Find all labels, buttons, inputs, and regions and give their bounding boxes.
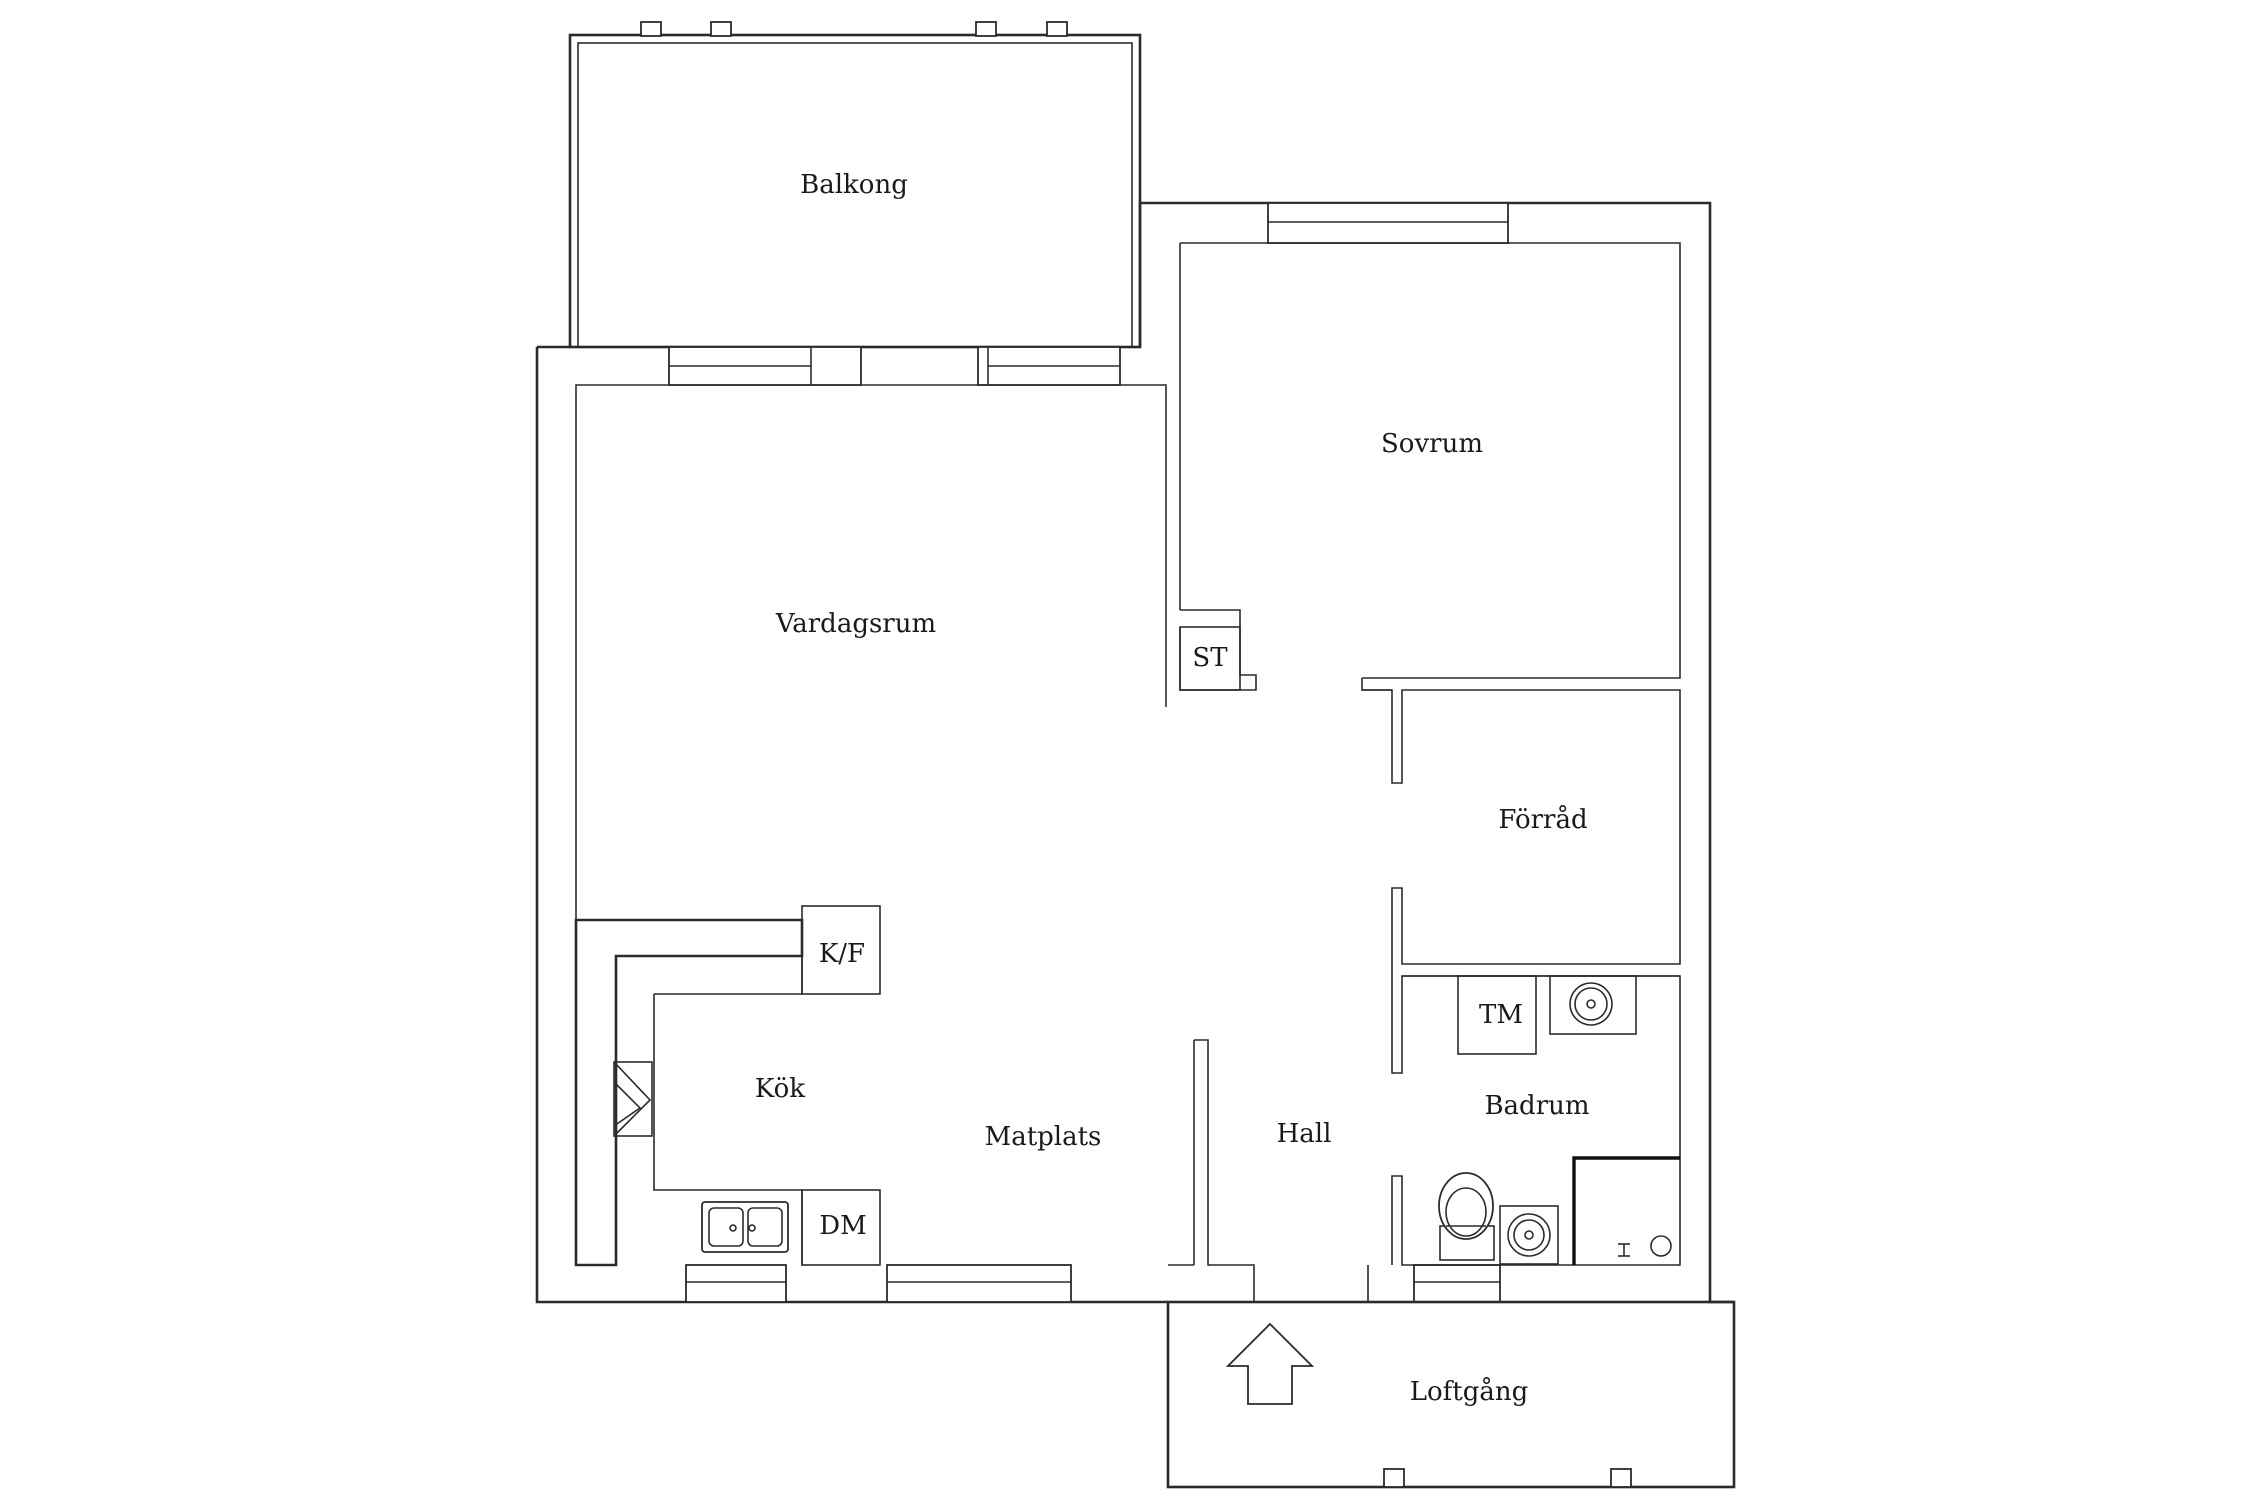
- wash-basin-icon: [1549, 975, 1637, 1035]
- double-sink-icon: [701, 1201, 789, 1253]
- room-label-matplats: Matplats: [985, 1122, 1102, 1152]
- interior-walls: [1168, 609, 1681, 1302]
- shower-icon: [1572, 1156, 1680, 1265]
- room-label-vardagsrum: Vardagsrum: [775, 609, 936, 639]
- room-label-balkong: Balkong: [800, 170, 908, 200]
- room-label-tm: TM: [1479, 1000, 1523, 1030]
- windows: [668, 202, 1509, 1303]
- bathroom-fixtures: [1438, 975, 1680, 1265]
- room-label-hall: Hall: [1277, 1119, 1332, 1149]
- room-label-forrad: Förråd: [1498, 804, 1587, 835]
- room-label-kok: Kök: [755, 1074, 805, 1104]
- toilet-basin-icon: [1499, 1205, 1559, 1265]
- room-label-loftgang: Loftgång: [1410, 1376, 1529, 1407]
- room-label-st: ST: [1192, 643, 1228, 673]
- room-label-kf: K/F: [819, 939, 865, 969]
- up-arrow-icon: [1225, 1322, 1315, 1405]
- kitchen-counter: [574, 905, 881, 1267]
- room-labels: Balkong Sovrum Vardagsrum ST Förråd K/F …: [755, 170, 1590, 1407]
- toilet-icon: [1438, 1172, 1495, 1261]
- loftgang-walkway: [1166, 1300, 1736, 1489]
- room-label-sovrum: Sovrum: [1381, 429, 1483, 459]
- room-label-dm: DM: [819, 1211, 866, 1241]
- room-label-badrum: Badrum: [1484, 1091, 1589, 1121]
